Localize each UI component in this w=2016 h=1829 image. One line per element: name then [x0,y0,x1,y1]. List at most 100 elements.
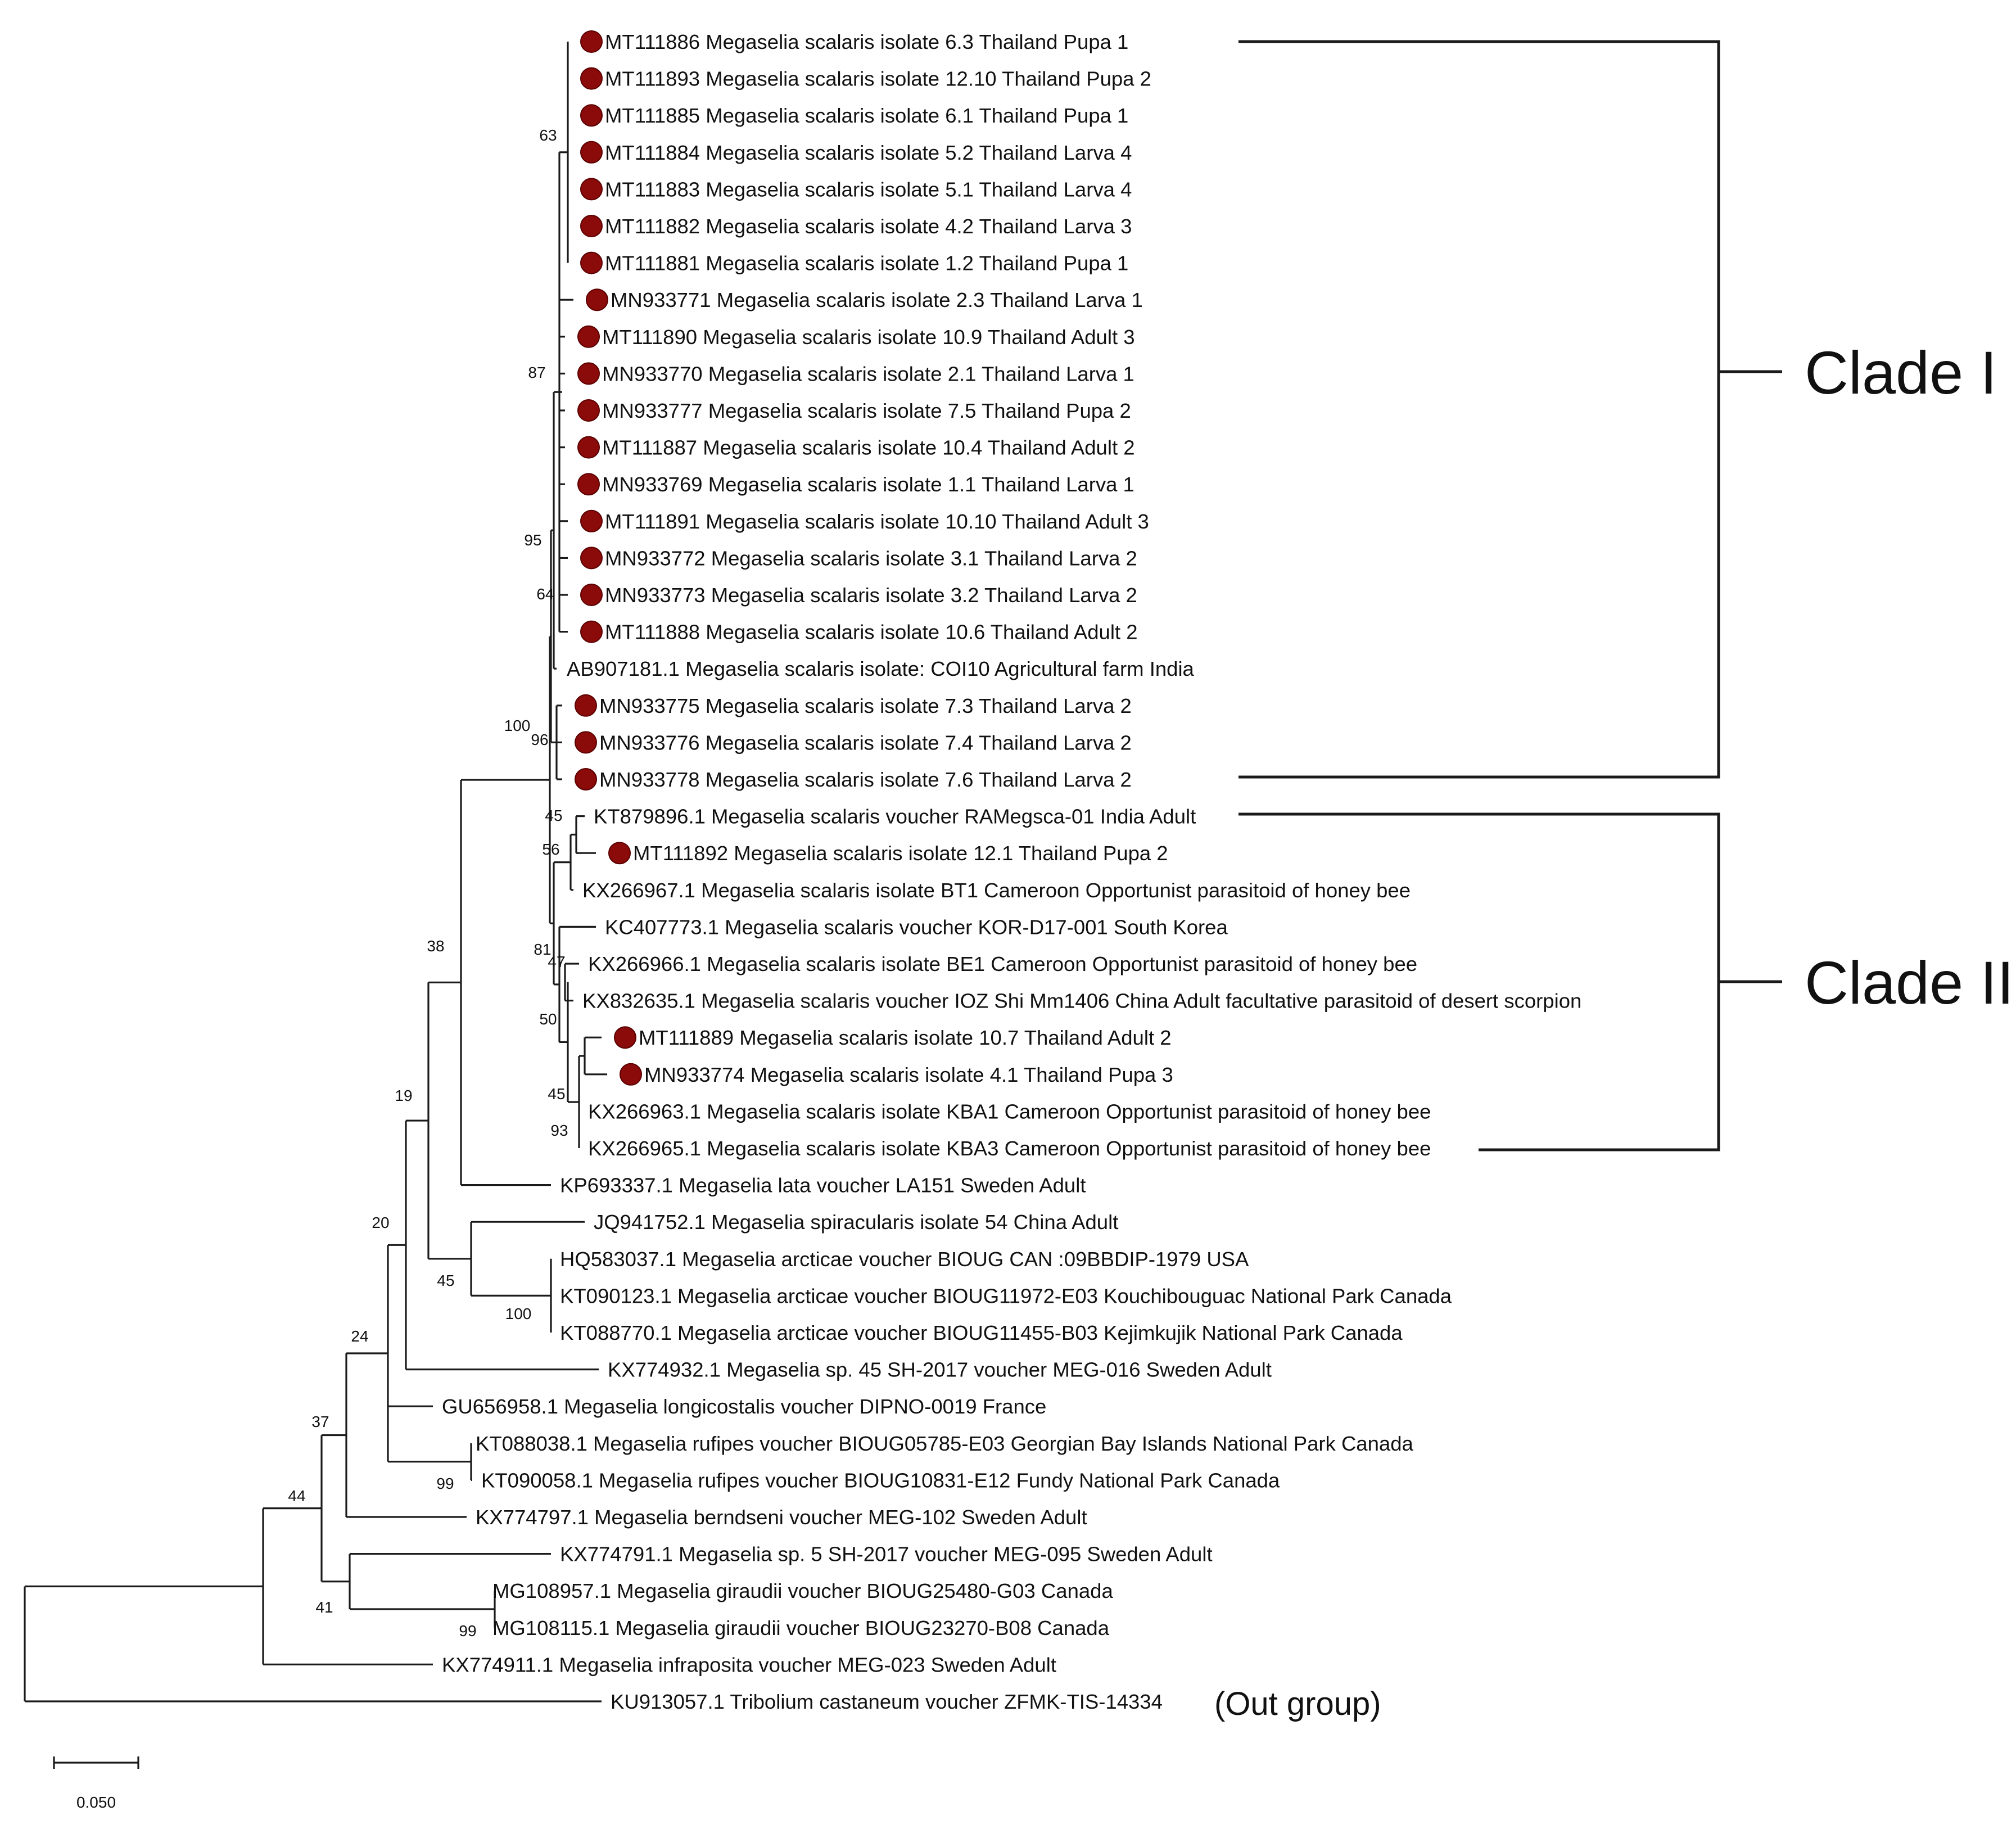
leaf-label: MT111890 Megaselia scalaris isolate 10.9… [602,326,1135,349]
bootstrap-value: 63 [539,127,557,144]
leaf-label: KT088770.1 Megaselia arcticae voucher BI… [560,1321,1403,1344]
leaf-label: KT090058.1 Megaselia rufipes voucher BIO… [481,1469,1280,1492]
sample-marker-dot [580,104,603,127]
leaf-label: MG108115.1 Megaselia giraudii voucher BI… [492,1616,1110,1640]
sample-marker-dot [614,1026,636,1049]
leaf-label: KC407773.1 Megaselia scalaris voucher KO… [605,915,1228,938]
leaf-label: KX832635.1 Megaselia scalaris voucher IO… [582,990,1581,1013]
bootstrap-value: 50 [539,1010,557,1028]
bootstrap-value: 45 [545,807,562,824]
sample-marker-dot [577,362,600,385]
bootstrap-value: 41 [315,1598,333,1616]
sample-marker-dot [577,325,600,348]
leaf-label: KX266963.1 Megaselia scalaris isolate KB… [588,1100,1431,1123]
outgroup-note: (Out group) [1214,1686,1381,1722]
leaf-label: MT111893 Megaselia scalaris isolate 12.1… [605,67,1151,91]
leaf-label: MN933777 Megaselia scalaris isolate 7.5 … [602,399,1131,422]
leaf-label: MT111882 Megaselia scalaris isolate 4.2 … [605,215,1132,238]
bootstrap-value: 38 [427,937,444,955]
sample-marker-dot [580,547,603,570]
leaf-label: JQ941752.1 Megaselia spiracularis isolat… [594,1211,1118,1234]
leaf-labels: MT111886 Megaselia scalaris isolate 6.3 … [442,30,1581,1713]
leaf-label: MN933775 Megaselia scalaris isolate 7.3 … [599,694,1132,717]
bootstrap-value: 47 [548,953,565,970]
bootstrap-value: 37 [311,1413,329,1430]
leaf-label: MN933769 Megaselia scalaris isolate 1.1 … [602,473,1134,496]
leaf-label: MT111884 Megaselia scalaris isolate 5.2 … [605,141,1132,164]
bootstrap-value: 100 [504,717,531,734]
bootstrap-value: 56 [542,841,559,858]
sample-marker-dot [575,768,597,791]
bootstrap-value: 45 [548,1085,565,1103]
leaf-label: KX774911.1 Megaselia infraposita voucher… [442,1653,1056,1676]
clade-i-label: Clade I [1805,338,1997,407]
leaf-label: MN933773 Megaselia scalaris isolate 3.2 … [605,584,1137,607]
leaf-label: MT111891 Megaselia scalaris isolate 10.1… [605,510,1149,533]
leaf-label: MT111886 Megaselia scalaris isolate 6.3 … [605,30,1128,53]
sample-marker-dot [580,67,603,90]
bootstrap-value: 99 [459,1622,476,1640]
sample-marker-dot [580,178,603,201]
sample-marker-dot [620,1063,642,1086]
leaf-label: KP693337.1 Megaselia lata voucher LA151 … [560,1174,1086,1197]
bootstrap-value: 44 [288,1487,305,1505]
leaf-label: KX266965.1 Megaselia scalaris isolate KB… [588,1137,1431,1160]
leaf-label: KX266967.1 Megaselia scalaris isolate BT… [582,879,1411,902]
bootstrap-value: 45 [437,1272,454,1289]
leaf-label: MN933774 Megaselia scalaris isolate 4.1 … [644,1063,1173,1086]
leaf-label: MN933776 Megaselia scalaris isolate 7.4 … [599,731,1132,754]
leaf-label: KT088038.1 Megaselia rufipes voucher BIO… [476,1432,1414,1455]
bootstrap-value: 100 [505,1305,532,1322]
sample-marker-dot [580,215,603,237]
leaf-label: MN933772 Megaselia scalaris isolate 3.1 … [605,547,1137,570]
bootstrap-value: 93 [550,1122,568,1139]
bootstrap-value: 81 [534,941,551,958]
sample-marker-dot [580,509,603,532]
bootstrap-value: 99 [436,1475,454,1492]
sample-markers [575,30,642,1086]
leaf-label: KX774932.1 Megaselia sp. 45 SH-2017 vouc… [608,1358,1272,1381]
leaf-label: AB907181.1 Megaselia scalaris isolate: C… [567,657,1195,680]
tree-branches [24,42,607,1702]
sample-marker-dot [580,584,603,606]
clade-i-bracket: Clade I [1238,40,1997,779]
sample-marker-dot [575,694,597,717]
sample-marker-dot [577,436,600,459]
leaf-label: KT879896.1 Megaselia scalaris voucher RA… [594,805,1196,828]
sample-marker-dot [580,620,603,643]
leaf-label: KX774797.1 Megaselia berndseni voucher M… [476,1506,1087,1529]
leaf-label: MT111889 Megaselia scalaris isolate 10.7… [639,1026,1172,1049]
bootstrap-value: 64 [536,585,554,603]
bootstrap-value: 20 [372,1214,389,1231]
leaf-label: KX266966.1 Megaselia scalaris isolate BE… [588,952,1417,976]
leaf-label: MT111881 Megaselia scalaris isolate 1.2 … [605,252,1128,275]
clade-ii-label: Clade II [1805,949,2014,1017]
leaf-label: MG108957.1 Megaselia giraudii voucher BI… [492,1579,1113,1602]
sample-marker-dot [608,842,631,865]
leaf-label: MN933778 Megaselia scalaris isolate 7.6 … [599,768,1132,791]
leaf-label: KT090123.1 Megaselia arcticae voucher BI… [560,1284,1452,1307]
sample-marker-dot [580,251,603,274]
bootstrap-value: 87 [528,364,545,381]
bootstrap-value: 96 [531,731,548,748]
leaf-label: MN933770 Megaselia scalaris isolate 2.1 … [602,362,1134,385]
leaf-label: MT111883 Megaselia scalaris isolate 5.1 … [605,178,1132,201]
sample-marker-dot [575,731,597,754]
leaf-label: HQ583037.1 Megaselia arcticae voucher BI… [560,1248,1249,1271]
sample-marker-dot [580,30,603,53]
leaf-label: GU656958.1 Megaselia longicostalis vouch… [442,1395,1046,1418]
leaf-label: MT111892 Megaselia scalaris isolate 12.1… [633,842,1168,865]
sample-marker-dot [586,288,608,311]
sample-marker-dot [577,473,600,496]
sample-marker-dot [577,399,600,422]
bootstrap-value: 19 [395,1087,412,1104]
scale-bar: 0.050 [53,1756,139,1811]
leaf-label: KX774791.1 Megaselia sp. 5 SH-2017 vouch… [560,1543,1213,1566]
leaf-label: MT111885 Megaselia scalaris isolate 6.1 … [605,104,1128,127]
sample-marker-dot [580,141,603,164]
leaf-label: MT111887 Megaselia scalaris isolate 10.4… [602,436,1135,459]
clade-ii-bracket: Clade II [1238,812,2014,1151]
bootstrap-values: 6387956410096455681475045933819204510024… [288,127,568,1640]
